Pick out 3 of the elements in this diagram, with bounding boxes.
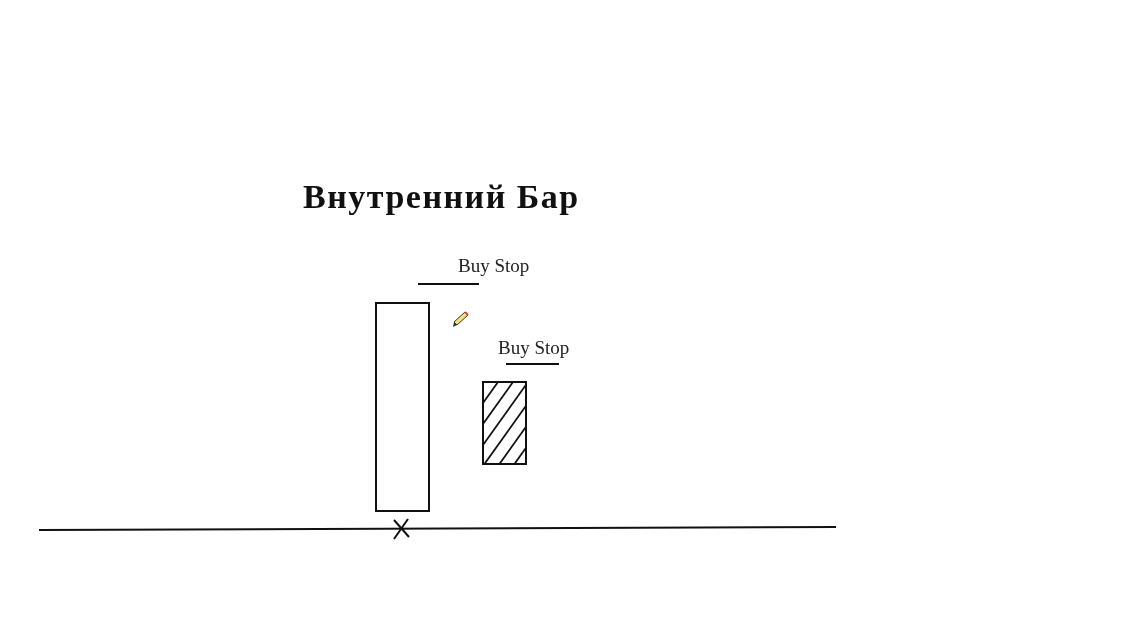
level-label: Buy Stop <box>458 256 530 275</box>
chart-title: Внутренний Бар <box>303 180 580 214</box>
level-label: Buy Stop <box>498 338 570 357</box>
